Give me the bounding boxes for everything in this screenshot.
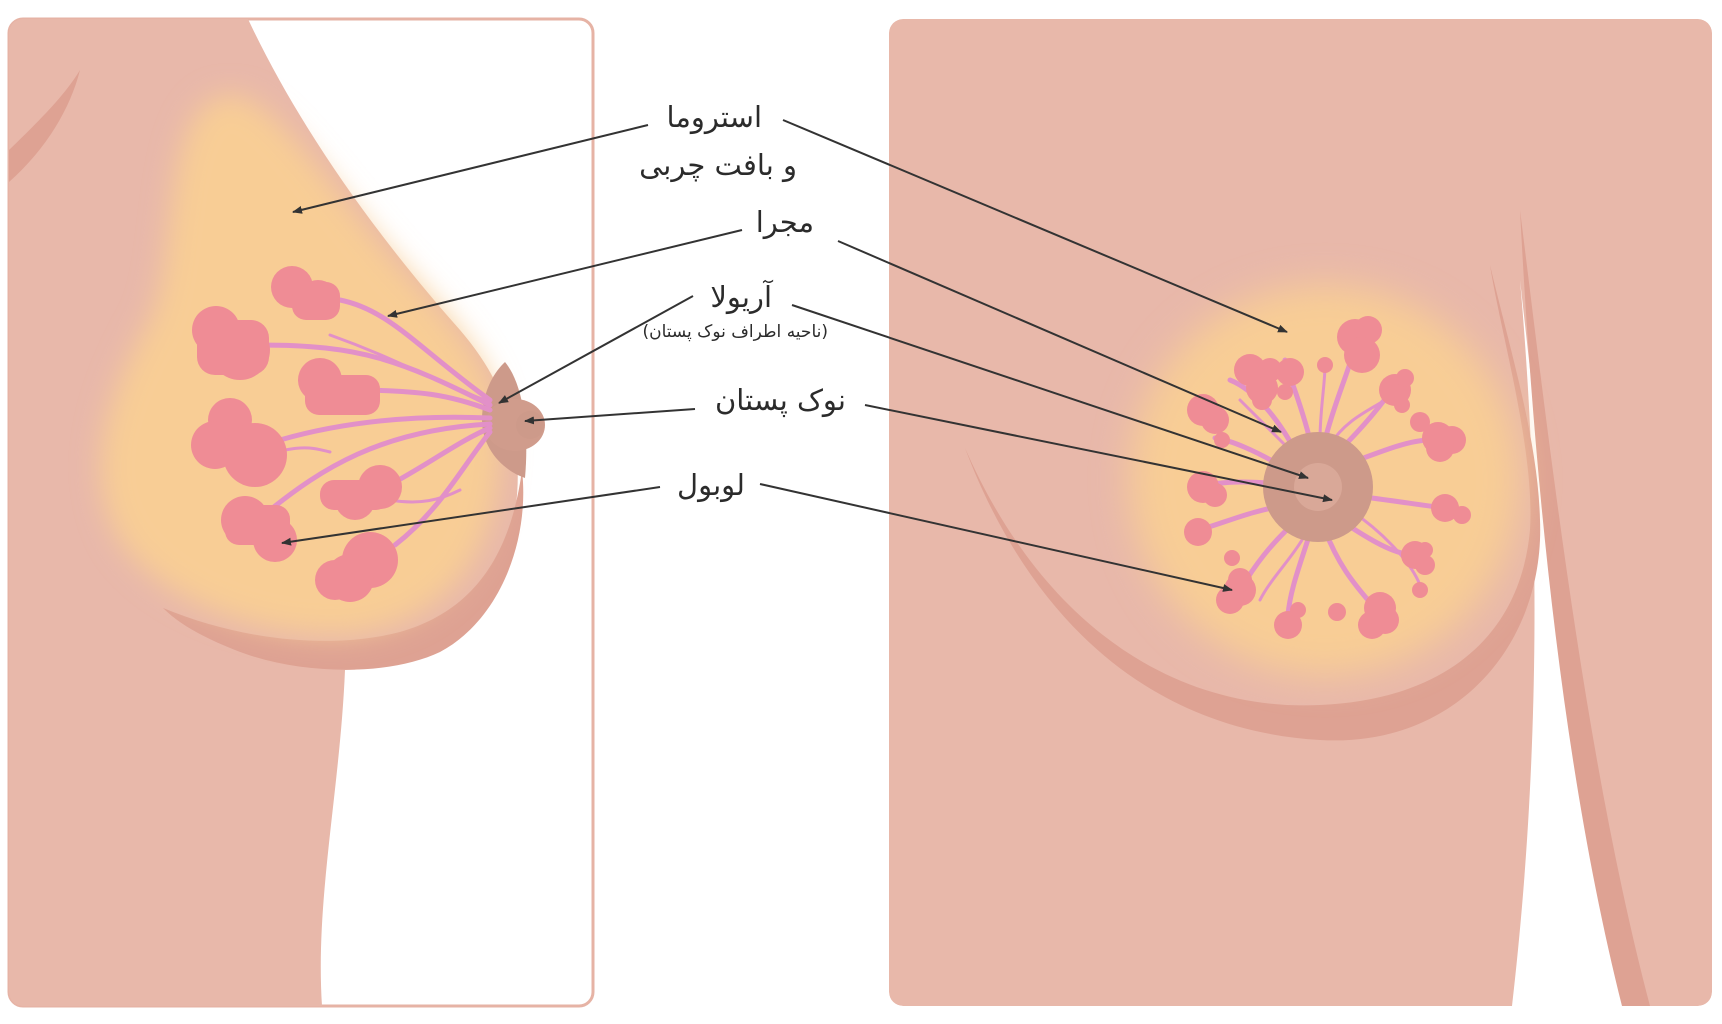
- label-areola-note: (ناحیه اطراف نوک پستان): [642, 322, 828, 342]
- label-fat-tissue: و بافت چربی: [639, 148, 797, 182]
- lobules-front: [1184, 316, 1471, 639]
- leader-lobule-right: [759, 483, 1233, 592]
- leader-stroma-right: [782, 119, 1288, 333]
- shoulder-crease: [9, 70, 80, 182]
- leader-lines: [281, 119, 1333, 592]
- label-lobule: لوبول: [677, 468, 745, 502]
- lobules-side: [191, 266, 402, 602]
- front-view-panel: [889, 19, 1712, 1006]
- leader-lobule-left: [281, 486, 661, 546]
- label-stroma: استروما: [667, 100, 762, 134]
- leader-stroma-left: [292, 124, 649, 214]
- nipple-front: [1294, 463, 1342, 511]
- breast-fold-shadow: [163, 470, 524, 670]
- label-areola: آریولا: [710, 279, 774, 314]
- nipple-tip-side: [516, 411, 544, 439]
- leader-areola-right: [791, 304, 1309, 479]
- leader-nipple-right: [864, 404, 1333, 503]
- leader-nipple-left: [524, 408, 696, 425]
- labels: استروما و بافت چربی مجرا آریولا (ناحیه ا…: [639, 100, 846, 502]
- side-view-panel: [7, 17, 595, 1008]
- leader-areola-left: [498, 295, 694, 404]
- leader-duct-right: [837, 240, 1282, 433]
- fat-tissue: [101, 94, 501, 635]
- leader-duct-left: [387, 229, 743, 318]
- label-nipple: نوک پستان: [715, 383, 846, 418]
- label-duct: مجرا: [756, 205, 814, 239]
